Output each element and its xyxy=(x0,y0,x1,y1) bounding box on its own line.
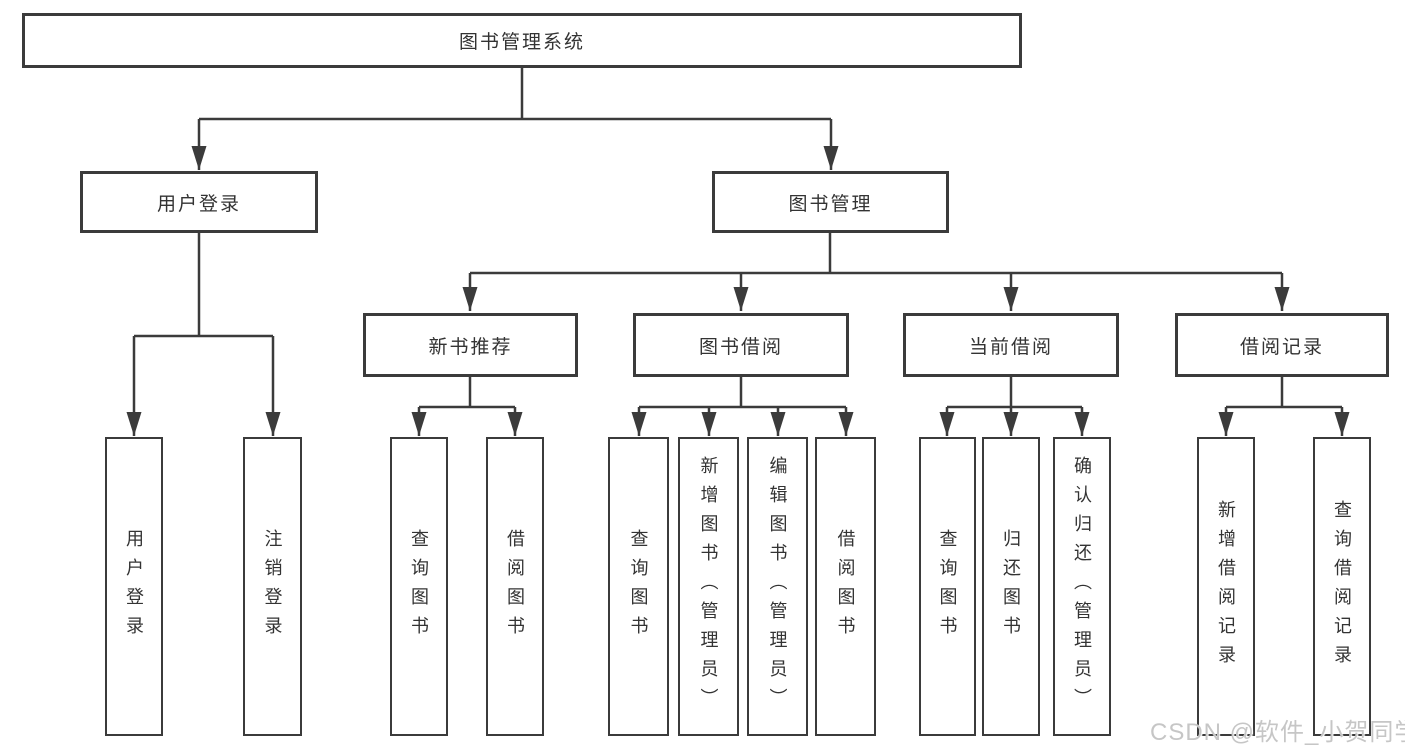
leaf-add-book-admin: 新增图书（管理员） xyxy=(678,437,739,736)
leaf-borrow-books-recommend: 借阅图书 xyxy=(486,437,544,736)
leaf-confirm-return-admin-label: 确认归还（管理员） xyxy=(1072,456,1092,717)
edge-book-borrow-group xyxy=(631,377,854,436)
node-current-borrow: 当前借阅 xyxy=(903,313,1119,377)
leaf-return-books: 归还图书 xyxy=(982,437,1040,736)
edge-root-to-level2 xyxy=(191,68,839,170)
leaf-edit-book-admin-label: 编辑图书（管理员） xyxy=(767,456,788,717)
leaf-query-books-borrow-label: 查询图书 xyxy=(628,528,649,645)
leaf-user-login-label: 用户登录 xyxy=(124,528,144,645)
leaf-logout-label: 注销登录 xyxy=(262,528,283,645)
leaf-logout: 注销登录 xyxy=(243,437,302,736)
node-new-book-recommend: 新书推荐 xyxy=(363,313,578,377)
leaf-query-books-current-label: 查询图书 xyxy=(937,528,958,645)
node-book-management: 图书管理 xyxy=(712,171,949,233)
edge-current-borrow-group xyxy=(939,377,1090,436)
node-book-borrow: 图书借阅 xyxy=(633,313,849,377)
leaf-add-borrow-record: 新增借阅记录 xyxy=(1197,437,1255,736)
edge-book-management-group xyxy=(462,233,1290,311)
leaf-add-borrow-record-label: 新增借阅记录 xyxy=(1216,499,1236,674)
leaf-add-book-admin-label: 新增图书（管理员） xyxy=(698,456,719,717)
edge-new-book-recommend-group xyxy=(411,377,523,436)
leaf-confirm-return-admin: 确认归还（管理员） xyxy=(1053,437,1111,736)
edge-borrow-records-group xyxy=(1218,377,1350,436)
csdn-watermark: CSDN @软件_小贺同学 xyxy=(1150,719,1405,746)
node-borrow-records: 借阅记录 xyxy=(1175,313,1389,377)
node-root: 图书管理系统 xyxy=(22,13,1022,68)
leaf-query-books-borrow: 查询图书 xyxy=(608,437,669,736)
leaf-borrow-books: 借阅图书 xyxy=(815,437,876,736)
leaf-return-books-label: 归还图书 xyxy=(1001,528,1021,645)
edge-user-login-group xyxy=(126,233,281,436)
leaf-edit-book-admin: 编辑图书（管理员） xyxy=(747,437,808,736)
leaf-query-books-recommend-label: 查询图书 xyxy=(409,528,429,645)
leaf-query-books-recommend: 查询图书 xyxy=(390,437,448,736)
leaf-borrow-books-label: 借阅图书 xyxy=(835,528,856,645)
leaf-query-books-current: 查询图书 xyxy=(919,437,976,736)
leaf-borrow-books-recommend-label: 借阅图书 xyxy=(505,528,525,645)
leaf-query-borrow-record: 查询借阅记录 xyxy=(1313,437,1371,736)
leaf-query-borrow-record-label: 查询借阅记录 xyxy=(1332,499,1352,674)
node-user-login: 用户登录 xyxy=(80,171,318,233)
leaf-user-login: 用户登录 xyxy=(105,437,163,736)
